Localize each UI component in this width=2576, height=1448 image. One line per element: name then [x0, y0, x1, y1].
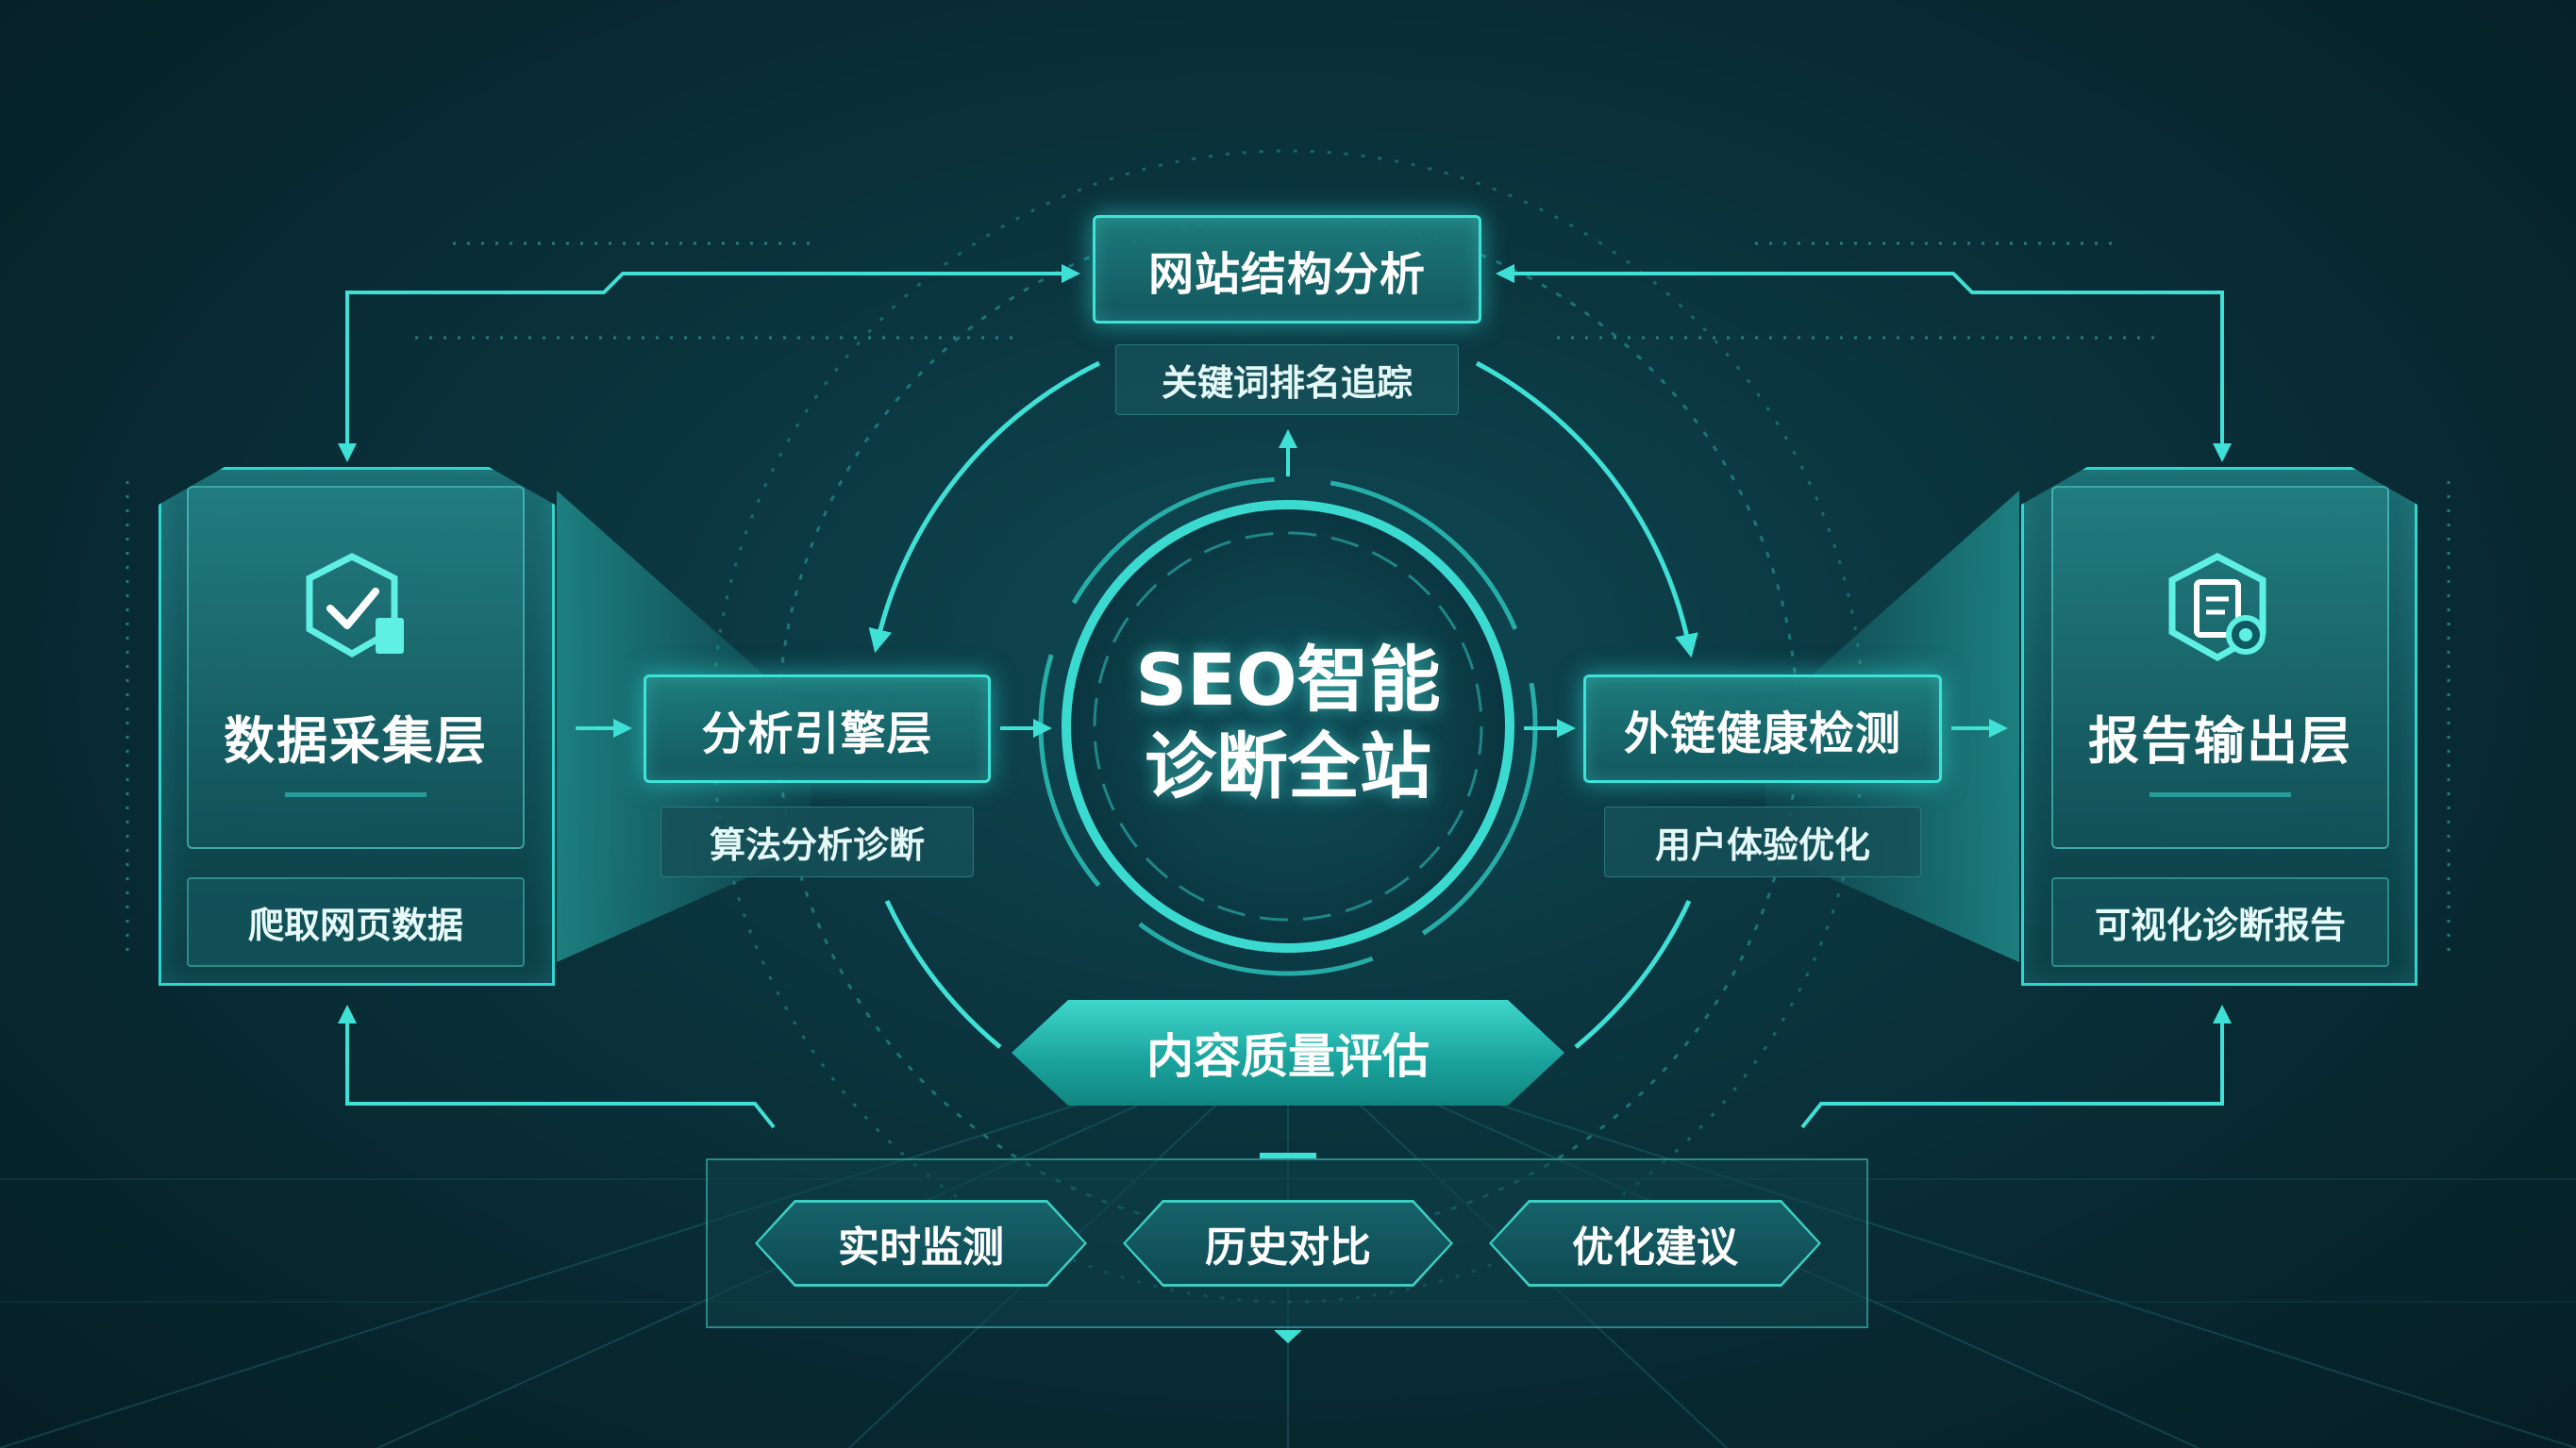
report-output-title: 报告输出层 — [2088, 710, 2352, 771]
shield-check-icon — [300, 552, 413, 670]
algorithm-diagnosis-label: 算法分析诊断 — [661, 807, 974, 877]
user-experience-label: 用户体验优化 — [1604, 807, 1921, 877]
panel-underline — [2149, 792, 2291, 797]
center-line-1: SEO智能 — [1135, 638, 1441, 722]
bottom-chevron — [1274, 1330, 1302, 1343]
report-output-subtitle: 可视化诊断报告 — [2051, 877, 2389, 967]
panel-underline — [285, 792, 427, 797]
analysis-engine-module[interactable]: 分析引擎层 — [644, 674, 991, 783]
tag-optimization-advice[interactable]: 优化建议 — [1489, 1200, 1821, 1287]
tag-label: 优化建议 — [1492, 1203, 1818, 1284]
backlink-health-module[interactable]: 外链健康检测 — [1583, 674, 1942, 783]
center-line-2: 诊断全站 — [1145, 724, 1431, 808]
data-collection-inner — [187, 486, 525, 849]
site-structure-module[interactable]: 网站结构分析 — [1093, 215, 1481, 324]
tag-label: 实时监测 — [758, 1203, 1084, 1284]
data-collection-subtitle: 爬取网页数据 — [187, 877, 525, 967]
connector-lines — [338, 264, 2232, 1129]
decorative-dots — [125, 241, 2451, 953]
keyword-ranking-label: 关键词排名追踪 — [1115, 344, 1459, 415]
report-output-inner — [2051, 486, 2389, 849]
orbit-arcs — [868, 360, 1698, 1049]
report-document-icon — [2161, 552, 2283, 670]
tag-label: 历史对比 — [1126, 1203, 1450, 1284]
data-collection-title: 数据采集层 — [224, 710, 488, 771]
content-quality-module[interactable]: 内容质量评估 — [1012, 1000, 1564, 1106]
tag-realtime-monitor[interactable]: 实时监测 — [755, 1200, 1087, 1287]
tag-history-compare[interactable]: 历史对比 — [1123, 1200, 1453, 1287]
center-core-title: SEO智能 诊断全站 — [1099, 637, 1477, 816]
bottom-marker — [1260, 1153, 1316, 1158]
